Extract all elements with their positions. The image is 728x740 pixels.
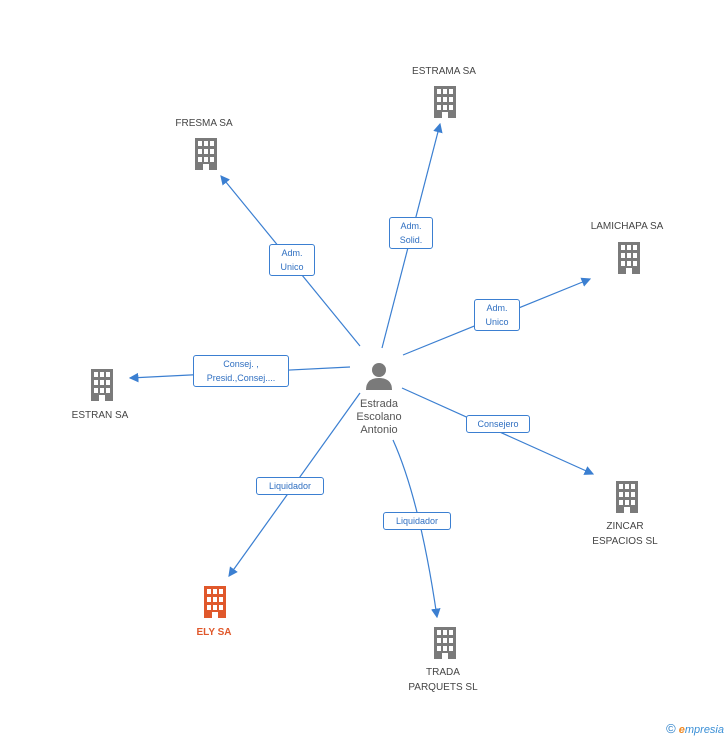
relation-label-lamichapa: Adm. Unico [474, 299, 520, 331]
building-icon-estrama[interactable] [434, 86, 456, 118]
building-icon-fresma[interactable] [195, 138, 217, 170]
relation-label-ely: Liquidador [256, 477, 324, 495]
relation-label-trada: Liquidador [383, 512, 451, 530]
person-label[interactable]: Estrada Escolano Antonio [356, 398, 402, 436]
building-icon-ely[interactable] [204, 586, 226, 618]
company-label-estrama[interactable]: ESTRAMA SA [412, 66, 476, 77]
company-label-lamichapa[interactable]: LAMICHAPA SA [590, 221, 664, 232]
company-label-zincar[interactable]: ZINCAR ESPACIOS SL [592, 521, 658, 547]
company-label-trada[interactable]: TRADA PARQUETS SL [408, 667, 478, 693]
relation-label-estran: Consej. , Presid.,Consej.... [193, 355, 289, 387]
company-label-fresma[interactable]: FRESMA SA [175, 118, 233, 129]
brand-name: mpresia [684, 724, 724, 736]
building-icon-estran[interactable] [91, 369, 113, 401]
building-icon-zincar[interactable] [616, 481, 638, 513]
relation-label-zincar: Consejero [466, 415, 530, 433]
brand-initial: e [678, 724, 685, 736]
building-icon-lamichapa[interactable] [618, 242, 640, 274]
building-icon-trada[interactable] [434, 627, 456, 659]
copyright-icon: © [666, 721, 676, 736]
company-label-ely[interactable]: ELY SA [196, 627, 232, 638]
footer-brand[interactable]: © empresia [666, 721, 724, 736]
company-label-estran[interactable]: ESTRAN SA [71, 410, 129, 421]
person-icon[interactable] [366, 363, 392, 390]
relation-label-estrama: Adm. Solid. [389, 217, 433, 249]
relation-label-fresma: Adm. Unico [269, 244, 315, 276]
